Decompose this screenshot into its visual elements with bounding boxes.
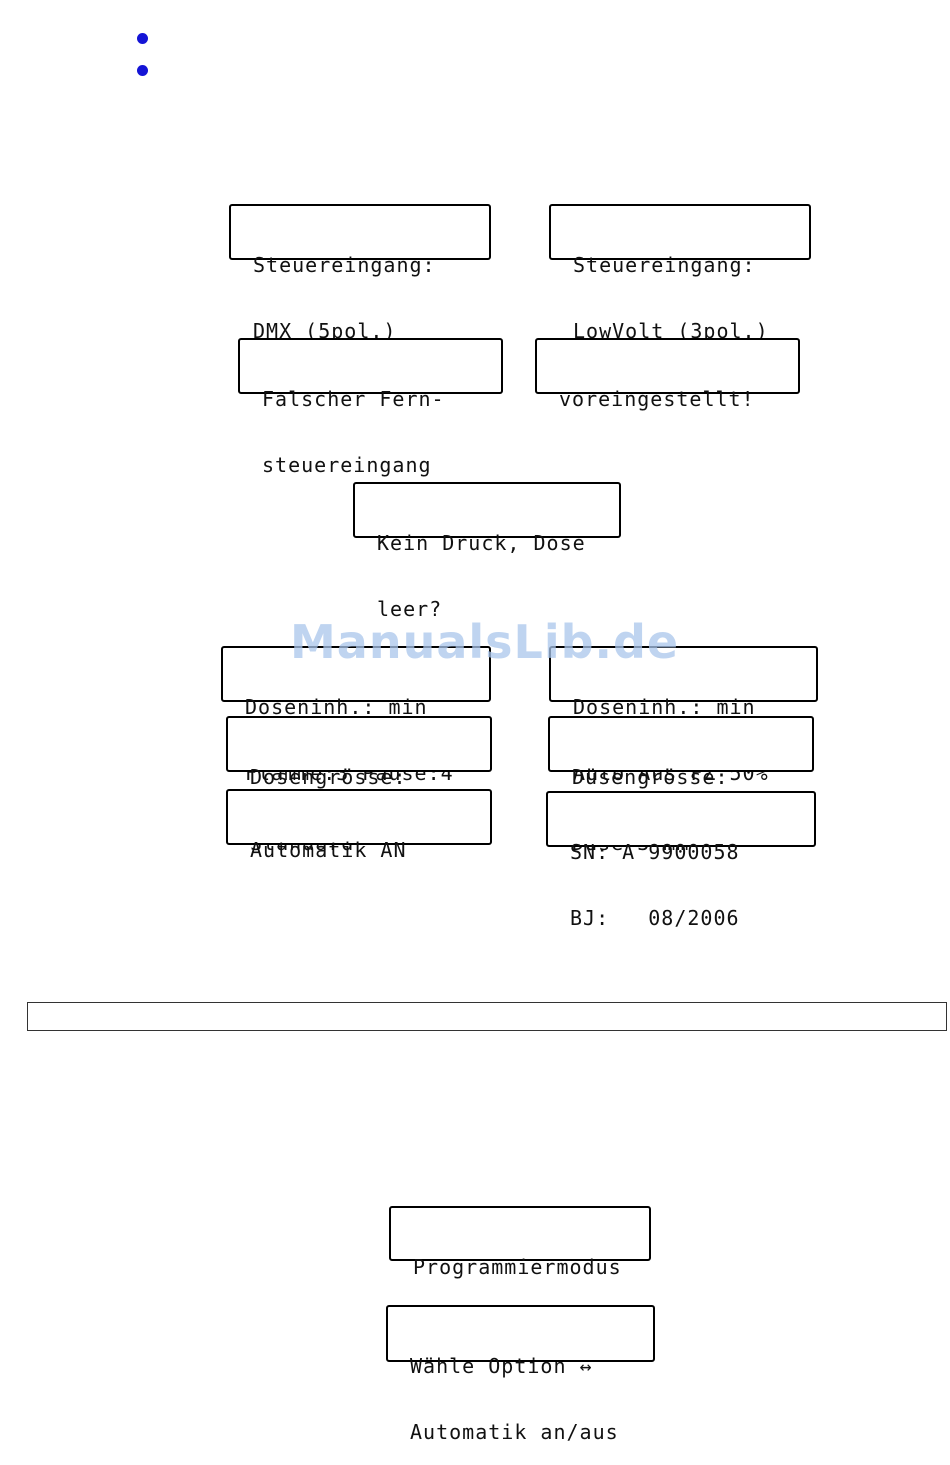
lcd-automatic: Automatik AN [226, 789, 492, 861]
lcd-line-1: Steuereingang: [253, 253, 436, 277]
lcd-wrong-input: Falscher Fern- steuereingang [238, 338, 503, 476]
lcd-line-1: Dosengrösse: [250, 765, 407, 789]
lcd-no-pressure: Kein Druck, Dose leer? [353, 482, 621, 620]
lcd-choose-option: Wähle Option ↔ Automatik an/aus [386, 1305, 655, 1443]
bullet-2 [137, 65, 148, 76]
lcd-program-mode: Programmiermodus [389, 1206, 651, 1278]
lcd-line-1: Wähle Option ↔ [410, 1354, 593, 1378]
lcd-line-1: Steuereingang: [573, 253, 756, 277]
lcd-line-1: Doseninh.: min [573, 695, 756, 719]
lcd-serial: SN: A 9900058 BJ: 08/2006 [546, 791, 816, 929]
watermark: ManualsLib.de [290, 615, 680, 669]
lcd-line-1: SN: A 9900058 [570, 840, 740, 864]
lcd-line-2: BJ: 08/2006 [570, 906, 740, 930]
lcd-line-1: Düsengrösse: [572, 765, 729, 789]
bullet-1 [137, 33, 148, 44]
lcd-line-1: Falscher Fern- [262, 387, 445, 411]
lcd-line-2: LowVolt (3pol.) [573, 319, 769, 343]
lcd-line-1: Automatik AN [250, 838, 407, 862]
lcd-line-2: Automatik an/aus [410, 1420, 619, 1444]
lcd-line-2: DMX (5pol.) [253, 319, 397, 343]
lcd-input-dmx: Steuereingang: DMX (5pol.) [229, 204, 491, 342]
lcd-line-1: Programmiermodus [413, 1255, 622, 1279]
lcd-line-2: steuereingang [262, 453, 432, 477]
lcd-can-content-auto: Doseninh.: min Auto Aus FZ 50% [549, 646, 818, 784]
section-bar [27, 1002, 947, 1031]
lcd-line-1: Doseninh.: min [245, 695, 428, 719]
lcd-line-1: Kein Druck, Dose [377, 531, 586, 555]
lcd-line-2: leer? [377, 597, 443, 621]
lcd-can-content-flame: Doseninh.: min Flamme:3 Pause:4 [221, 646, 491, 784]
lcd-line-2 [250, 905, 490, 927]
lcd-line-1: voreingestellt! [559, 387, 755, 411]
lcd-can-size: Dosengrösse: Standard [226, 716, 492, 854]
lcd-input-lowvolt: Steuereingang: LowVolt (3pol.) [549, 204, 811, 342]
lcd-line-2 [559, 454, 798, 476]
lcd-nozzle-size: Düsengrösse: Düse 3 mm [548, 716, 814, 854]
lcd-preset: voreingestellt! [535, 338, 800, 410]
